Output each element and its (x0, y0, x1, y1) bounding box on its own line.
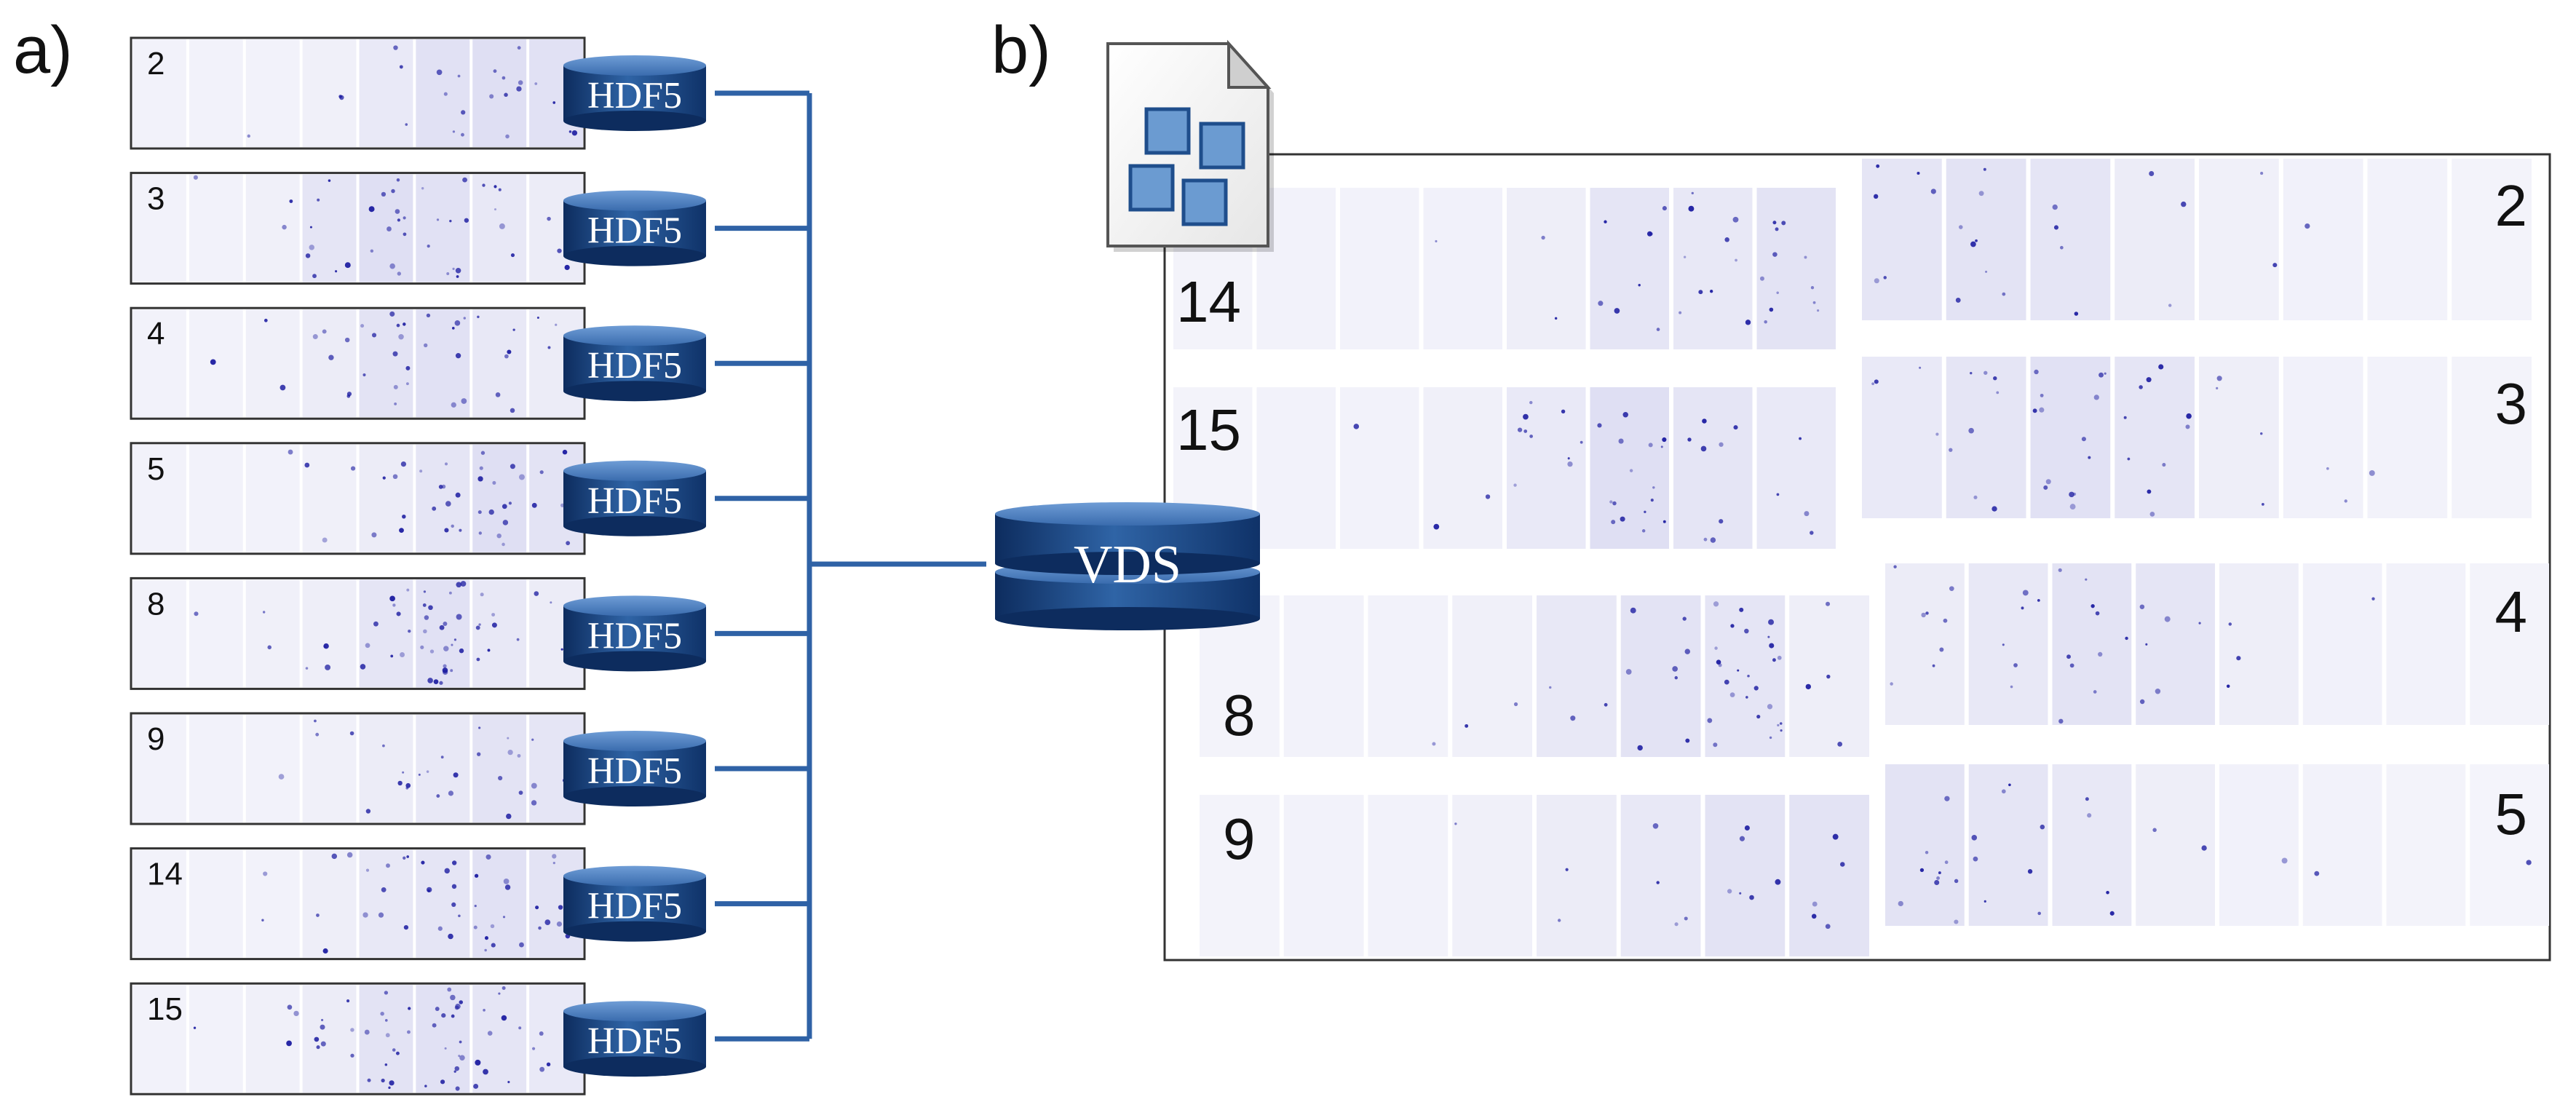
hdf5-label: HDF5 (587, 750, 682, 792)
hdf5-database-icon: HDF5 (563, 731, 706, 806)
module-number-label: 5 (147, 451, 165, 487)
assembled-module-3: 3 (1862, 357, 2532, 518)
vds-database-icon: VDS (995, 502, 1260, 630)
assembled-module-label: 9 (1223, 806, 1256, 871)
hdf5-label: HDF5 (587, 886, 682, 927)
hdf5-database-icon: HDF5 (563, 55, 706, 131)
module-tiles (132, 579, 583, 688)
hdf5-label: HDF5 (587, 615, 682, 657)
module-tiles (132, 309, 583, 418)
assembled-module-label: 4 (2495, 579, 2528, 644)
panel-b-label: b) (991, 13, 1051, 87)
assembled-module-label: 14 (1176, 269, 1241, 334)
hdf5-label: HDF5 (587, 75, 682, 116)
dataset-file-icon (1106, 39, 1274, 252)
vds-label: VDS (1074, 535, 1181, 595)
assembled-detector-modules: 14 15 8 9 2 3 4 5 (1173, 159, 2549, 956)
assembled-module-14: 14 (1173, 188, 1836, 349)
hdf5-label: HDF5 (587, 480, 682, 522)
module-number-label: 2 (147, 46, 165, 82)
hdf5-database-icon: HDF5 (563, 325, 706, 402)
hdf5-label: HDF5 (587, 210, 682, 252)
assembled-module-5: 5 (1885, 764, 2549, 926)
module-number-label: 4 (147, 316, 165, 352)
assembled-module-9: 9 (1200, 795, 1869, 956)
module-number-label: 14 (147, 857, 183, 892)
assembled-module-label: 2 (2495, 173, 2528, 238)
hdf5-database-icon: HDF5 (563, 865, 706, 942)
hdf5-label: HDF5 (587, 1020, 682, 1062)
assembled-module-label: 15 (1176, 397, 1241, 462)
module-tiles (132, 174, 583, 282)
hdf5-database-icon: HDF5 (563, 190, 706, 266)
assembled-module-label: 8 (1223, 683, 1256, 748)
assembled-module-4: 4 (1885, 563, 2549, 725)
hdf5-database-icon: HDF5 (563, 1001, 706, 1077)
hdf5-database-icon: HDF5 (563, 460, 706, 536)
module-number-label: 15 (147, 991, 183, 1027)
hdf5-database-icon: HDF5 (563, 595, 706, 672)
connector-tree (715, 90, 986, 1042)
panel-a-label: a) (13, 13, 73, 87)
module-tiles (132, 444, 583, 552)
module-number-label: 8 (147, 586, 165, 622)
module-tiles (132, 39, 583, 147)
hdf5-label: HDF5 (587, 345, 682, 386)
assembled-module-label: 3 (2495, 371, 2528, 436)
assembled-module-label: 5 (2495, 782, 2528, 847)
module-tiles (132, 849, 583, 958)
panel-b: 14 15 8 9 2 3 4 5 (1163, 153, 2551, 962)
assembled-module-8: 8 (1200, 595, 1869, 757)
assembled-module-2: 2 (1862, 159, 2532, 320)
module-number-label: 9 (147, 721, 165, 757)
module-number-label: 3 (147, 181, 165, 217)
panel-a: 2HDF53HDF54HDF55HDF58HDF59HDF514HDF515HD… (130, 36, 706, 1095)
